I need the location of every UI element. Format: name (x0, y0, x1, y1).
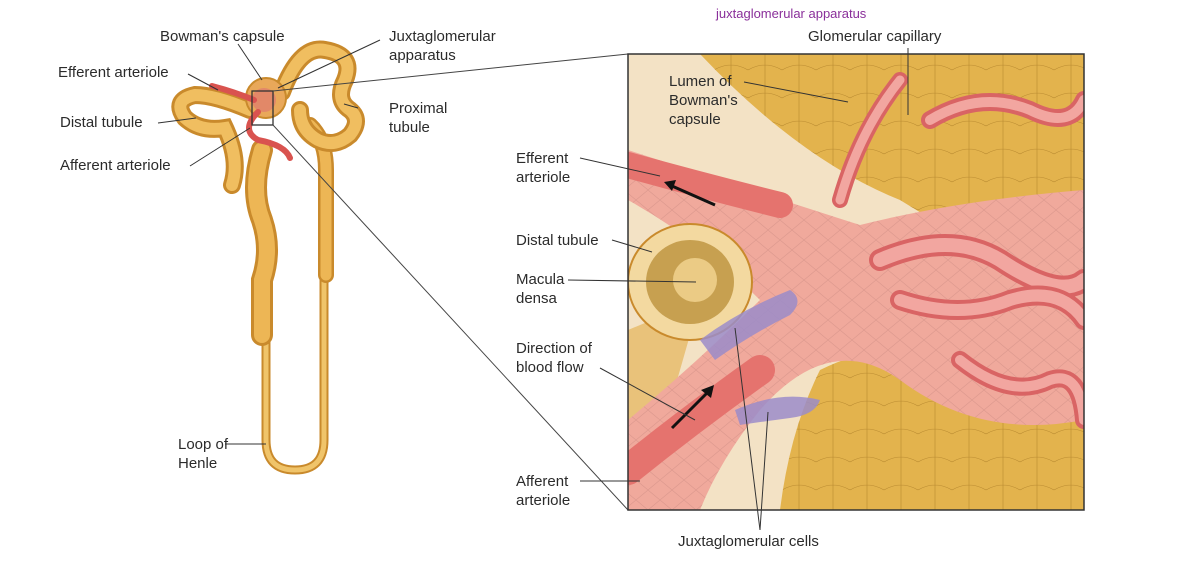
label-detail-efferent-arteriole: Efferent arteriole (516, 150, 571, 186)
loop-of-henle (261, 275, 329, 475)
label-proximal-tubule: Proximal tubule (389, 100, 448, 136)
label-detail-afferent-arteriole: Afferent arteriole (516, 473, 571, 509)
label-efferent-arteriole: Efferent arteriole (58, 64, 169, 81)
zoom-line-top (272, 53, 629, 92)
nephron-illustration (171, 40, 365, 475)
label-juxtaglomerular-cells: Juxtaglomerular cells (678, 533, 819, 550)
efferent-arteriole-vessel (209, 83, 257, 103)
label-distal-tubule: Distal tubule (60, 114, 143, 131)
zoom-box-large (627, 53, 1085, 511)
label-lumen-of-bowmans-capsule: Lumen of Bowman's capsule (669, 73, 738, 128)
label-loop-of-henle: Loop of Henle (178, 436, 229, 472)
afferent-flow-arrow (670, 390, 710, 430)
diagram-title: juxtaglomerular apparatus (716, 6, 867, 21)
leader-lines (157, 39, 909, 531)
label-glomerular-capillary: Glomerular capillary (808, 28, 942, 45)
label-juxtaglomerular-apparatus: Juxtaglomerular apparatus (389, 28, 496, 64)
efferent-flow-arrow (671, 184, 716, 207)
label-macula-densa: Macula densa (516, 271, 565, 307)
afferent-arteriole-vessel (246, 109, 293, 161)
label-bowmans-capsule: Bowman's capsule (160, 28, 285, 45)
zoom-line-bottom (272, 124, 629, 511)
label-afferent-arteriole: Afferent arteriole (60, 157, 171, 174)
detail-illustration (628, 54, 1084, 510)
label-direction-of-blood-flow: Direction of blood flow (516, 340, 592, 376)
zoom-box-small (251, 90, 274, 126)
label-detail-distal-tubule: Distal tubule (516, 232, 599, 249)
